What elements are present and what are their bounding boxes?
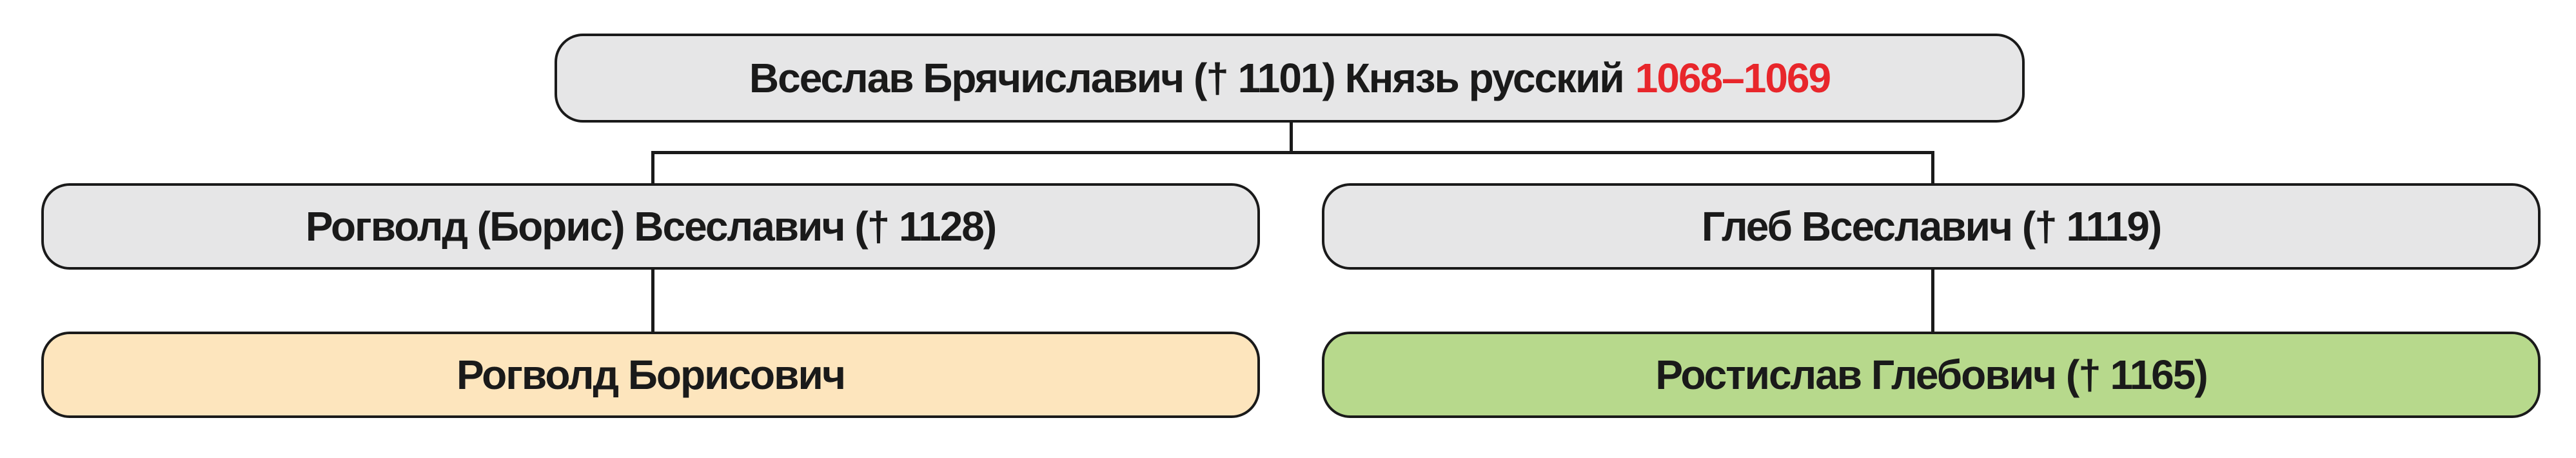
connector-horizontal-bar [651, 151, 1934, 154]
connector-root-stem [1290, 123, 1293, 152]
child-node-name: Глеб Всеславич († 1119) [1701, 203, 2162, 250]
connector-right-child [1931, 151, 1934, 184]
grandchild-node-name: Рогволд Борисович [457, 352, 846, 398]
root-node-vseslav: Всеслав Брячиславич († 1101) Князь русск… [555, 34, 2025, 123]
root-node-name: Всеслав Брячиславич († 1101) Князь русск… [749, 55, 1625, 101]
grandchild-node-rostislav-glebovich: Ростислав Глебович († 1165) [1322, 332, 2541, 418]
connector-left-grandchild [651, 270, 654, 333]
child-node-name: Рогволд (Борис) Всеславич († 1128) [305, 203, 997, 250]
connector-left-child [651, 151, 654, 184]
connector-right-grandchild [1931, 270, 1934, 333]
child-node-gleb: Глеб Всеславич († 1119) [1322, 183, 2541, 270]
child-node-rogvold-boris: Рогволд (Борис) Всеславич († 1128) [41, 183, 1260, 270]
grandchild-node-name: Ростислав Глебович († 1165) [1655, 352, 2208, 398]
root-node-reign-dates: 1068–1069 [1635, 55, 1831, 101]
grandchild-node-rogvold-borisovich: Рогволд Борисович [41, 332, 1260, 418]
